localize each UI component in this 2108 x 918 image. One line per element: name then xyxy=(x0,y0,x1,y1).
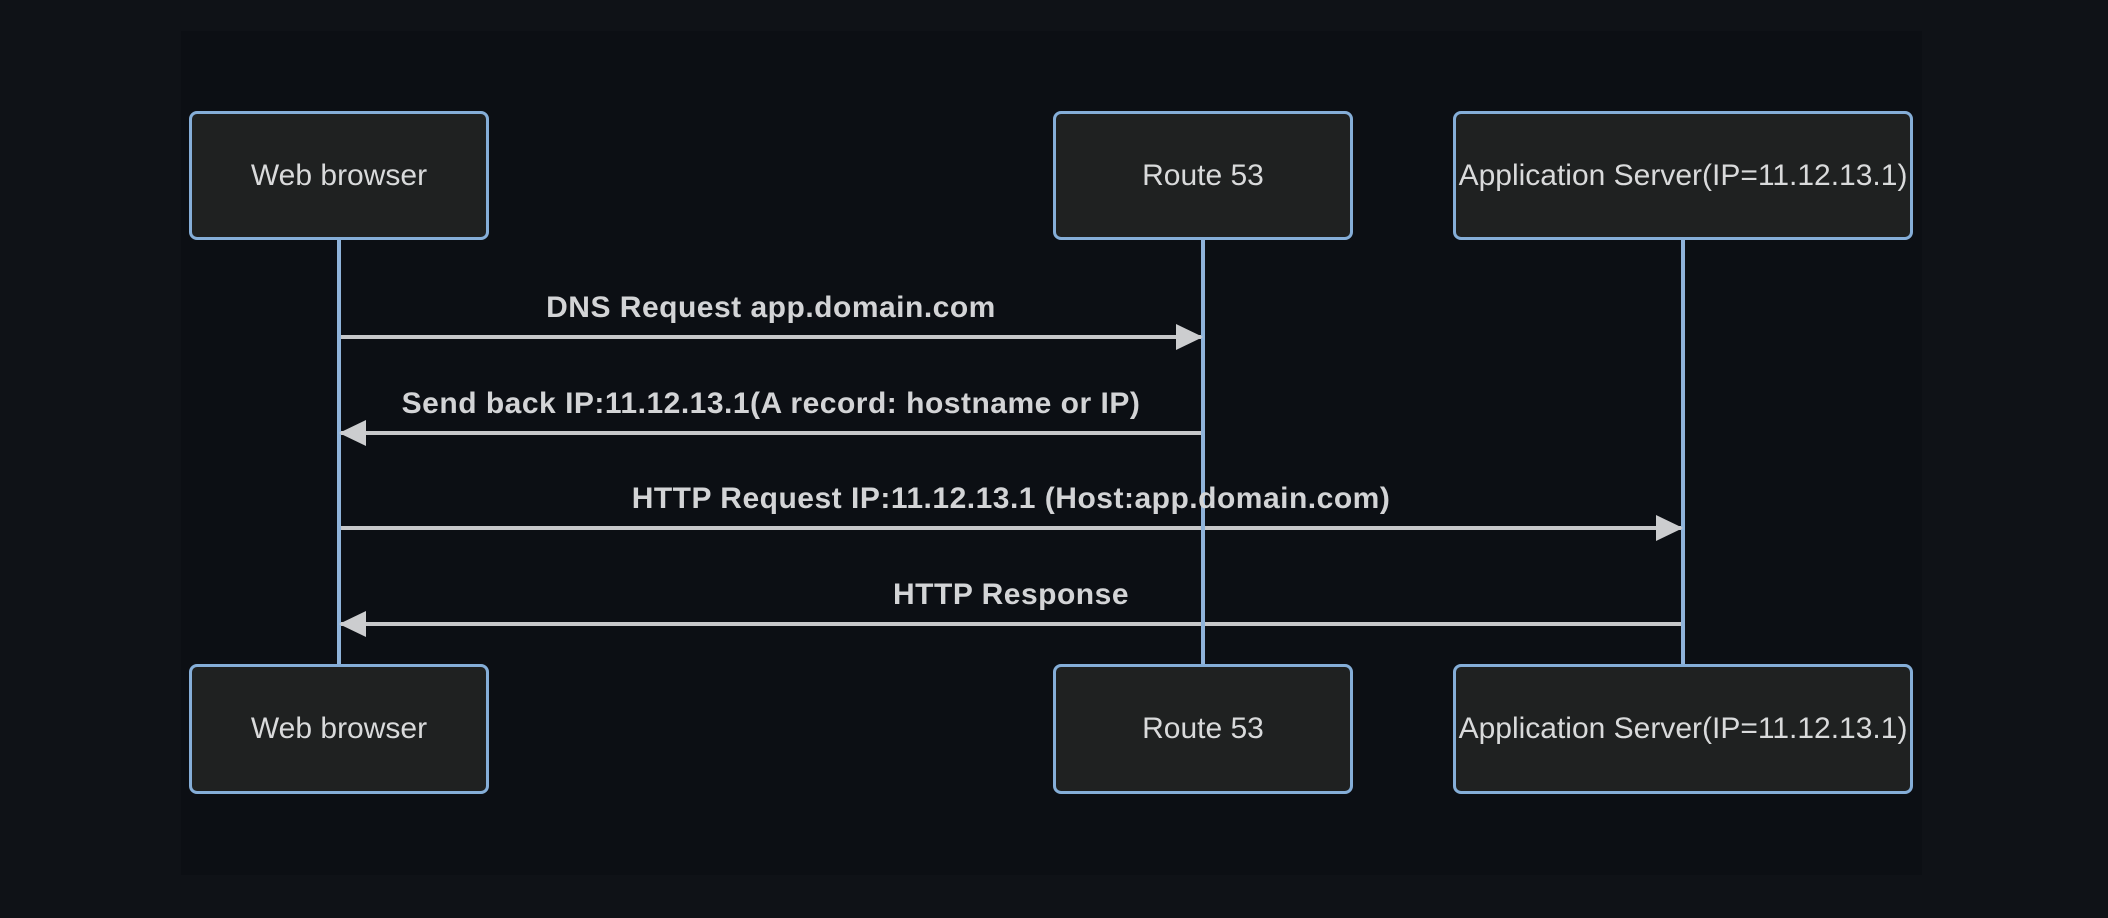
message-label-send-back-ip: Send back IP:11.12.13.1(A record: hostna… xyxy=(401,387,1141,420)
arrowhead-left-icon xyxy=(339,420,366,446)
actor-box-application-server-bottom: Application Server(IP=11.12.13.1) xyxy=(1453,664,1913,794)
message-line-send-back-ip xyxy=(339,431,1203,435)
message-label-http-request: HTTP Request IP:11.12.13.1 (Host:app.dom… xyxy=(631,482,1391,515)
message-line-http-request xyxy=(339,526,1683,530)
actor-label-web-browser: Web browser xyxy=(250,712,428,745)
actor-label-application-server: Application Server(IP=11.12.13.1) xyxy=(1458,712,1908,745)
message-label-http-response: HTTP Response xyxy=(893,578,1129,611)
actor-label-route-53: Route 53 xyxy=(1142,712,1264,745)
actor-box-application-server-top: Application Server(IP=11.12.13.1) xyxy=(1453,111,1913,240)
arrowhead-right-icon xyxy=(1656,515,1683,541)
actor-box-web-browser-bottom: Web browser xyxy=(189,664,489,794)
message-label-dns-request: DNS Request app.domain.com xyxy=(546,291,996,324)
arrowhead-left-icon xyxy=(339,611,366,637)
lifeline-web-browser xyxy=(337,240,341,664)
lifeline-application-server xyxy=(1681,240,1685,664)
lifeline-route-53 xyxy=(1201,240,1205,664)
message-line-dns-request xyxy=(339,335,1203,339)
actor-label-route-53: Route 53 xyxy=(1142,158,1264,192)
actor-label-application-server: Application Server(IP=11.12.13.1) xyxy=(1458,158,1908,192)
actor-label-web-browser: Web browser xyxy=(250,158,428,192)
actor-box-web-browser-top: Web browser xyxy=(189,111,489,240)
arrowhead-right-icon xyxy=(1176,324,1203,350)
message-line-http-response xyxy=(339,622,1683,626)
actor-box-route-53-top: Route 53 xyxy=(1053,111,1353,240)
actor-box-route-53-bottom: Route 53 xyxy=(1053,664,1353,794)
